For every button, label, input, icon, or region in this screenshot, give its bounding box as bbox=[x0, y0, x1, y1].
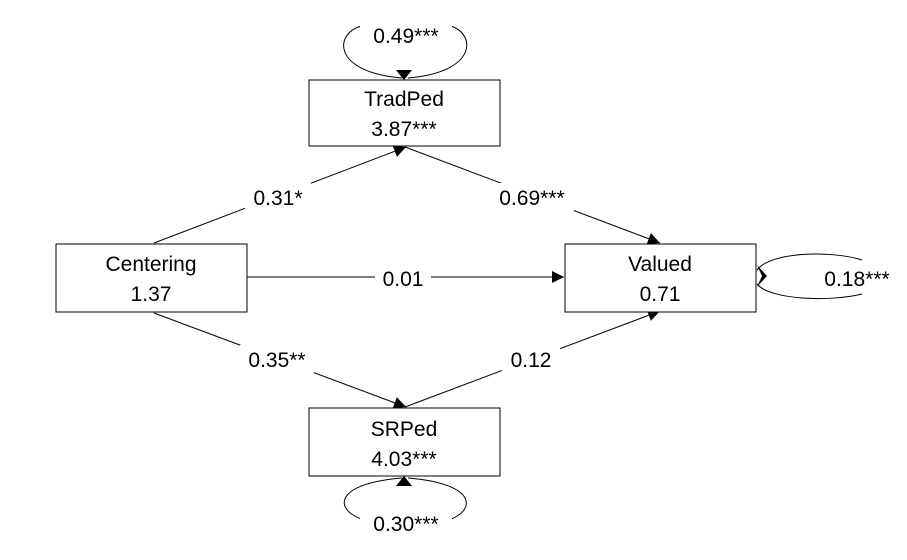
path-centering-valued: 0.01 bbox=[247, 264, 564, 292]
residual-label-tradped: 0.49*** bbox=[373, 25, 438, 48]
node-tradped-value: 3.87*** bbox=[371, 118, 436, 141]
node-valued-name: Valued bbox=[628, 253, 692, 276]
path-label-tradped-valued: 0.69*** bbox=[499, 187, 564, 210]
node-centering-name: Centering bbox=[105, 253, 196, 276]
node-srped-name: SRPed bbox=[371, 418, 438, 441]
residual-label-valued: 0.18*** bbox=[824, 268, 889, 291]
path-label-srped-valued: 0.12 bbox=[511, 349, 552, 372]
path-srped-valued: 0.12 bbox=[404, 309, 661, 408]
path-label-centering-srped: 0.35** bbox=[248, 349, 305, 372]
path-centering-srped: 0.35** bbox=[153, 312, 407, 409]
node-centering: Centering 1.37 bbox=[55, 243, 248, 313]
residual-valued: 0.18*** bbox=[756, 253, 898, 300]
residual-tradped: 0.49*** bbox=[343, 22, 468, 80]
residual-label-srped: 0.30*** bbox=[373, 513, 438, 536]
node-valued: Valued 0.71 bbox=[564, 243, 757, 313]
node-tradped: TradPed 3.87*** bbox=[308, 79, 501, 147]
node-srped: SRPed 4.03*** bbox=[308, 407, 501, 477]
node-srped-value: 4.03*** bbox=[371, 448, 436, 471]
path-label-centering-valued: 0.01 bbox=[383, 268, 424, 291]
node-valued-value: 0.71 bbox=[640, 283, 681, 306]
node-tradped-name: TradPed bbox=[364, 88, 444, 111]
node-centering-value: 1.37 bbox=[131, 283, 172, 306]
residual-srped: 0.30*** bbox=[343, 476, 467, 536]
path-centering-tradped: 0.31* bbox=[153, 145, 407, 244]
path-tradped-valued: 0.69*** bbox=[404, 146, 661, 245]
path-label-centering-tradped: 0.31* bbox=[253, 187, 302, 210]
